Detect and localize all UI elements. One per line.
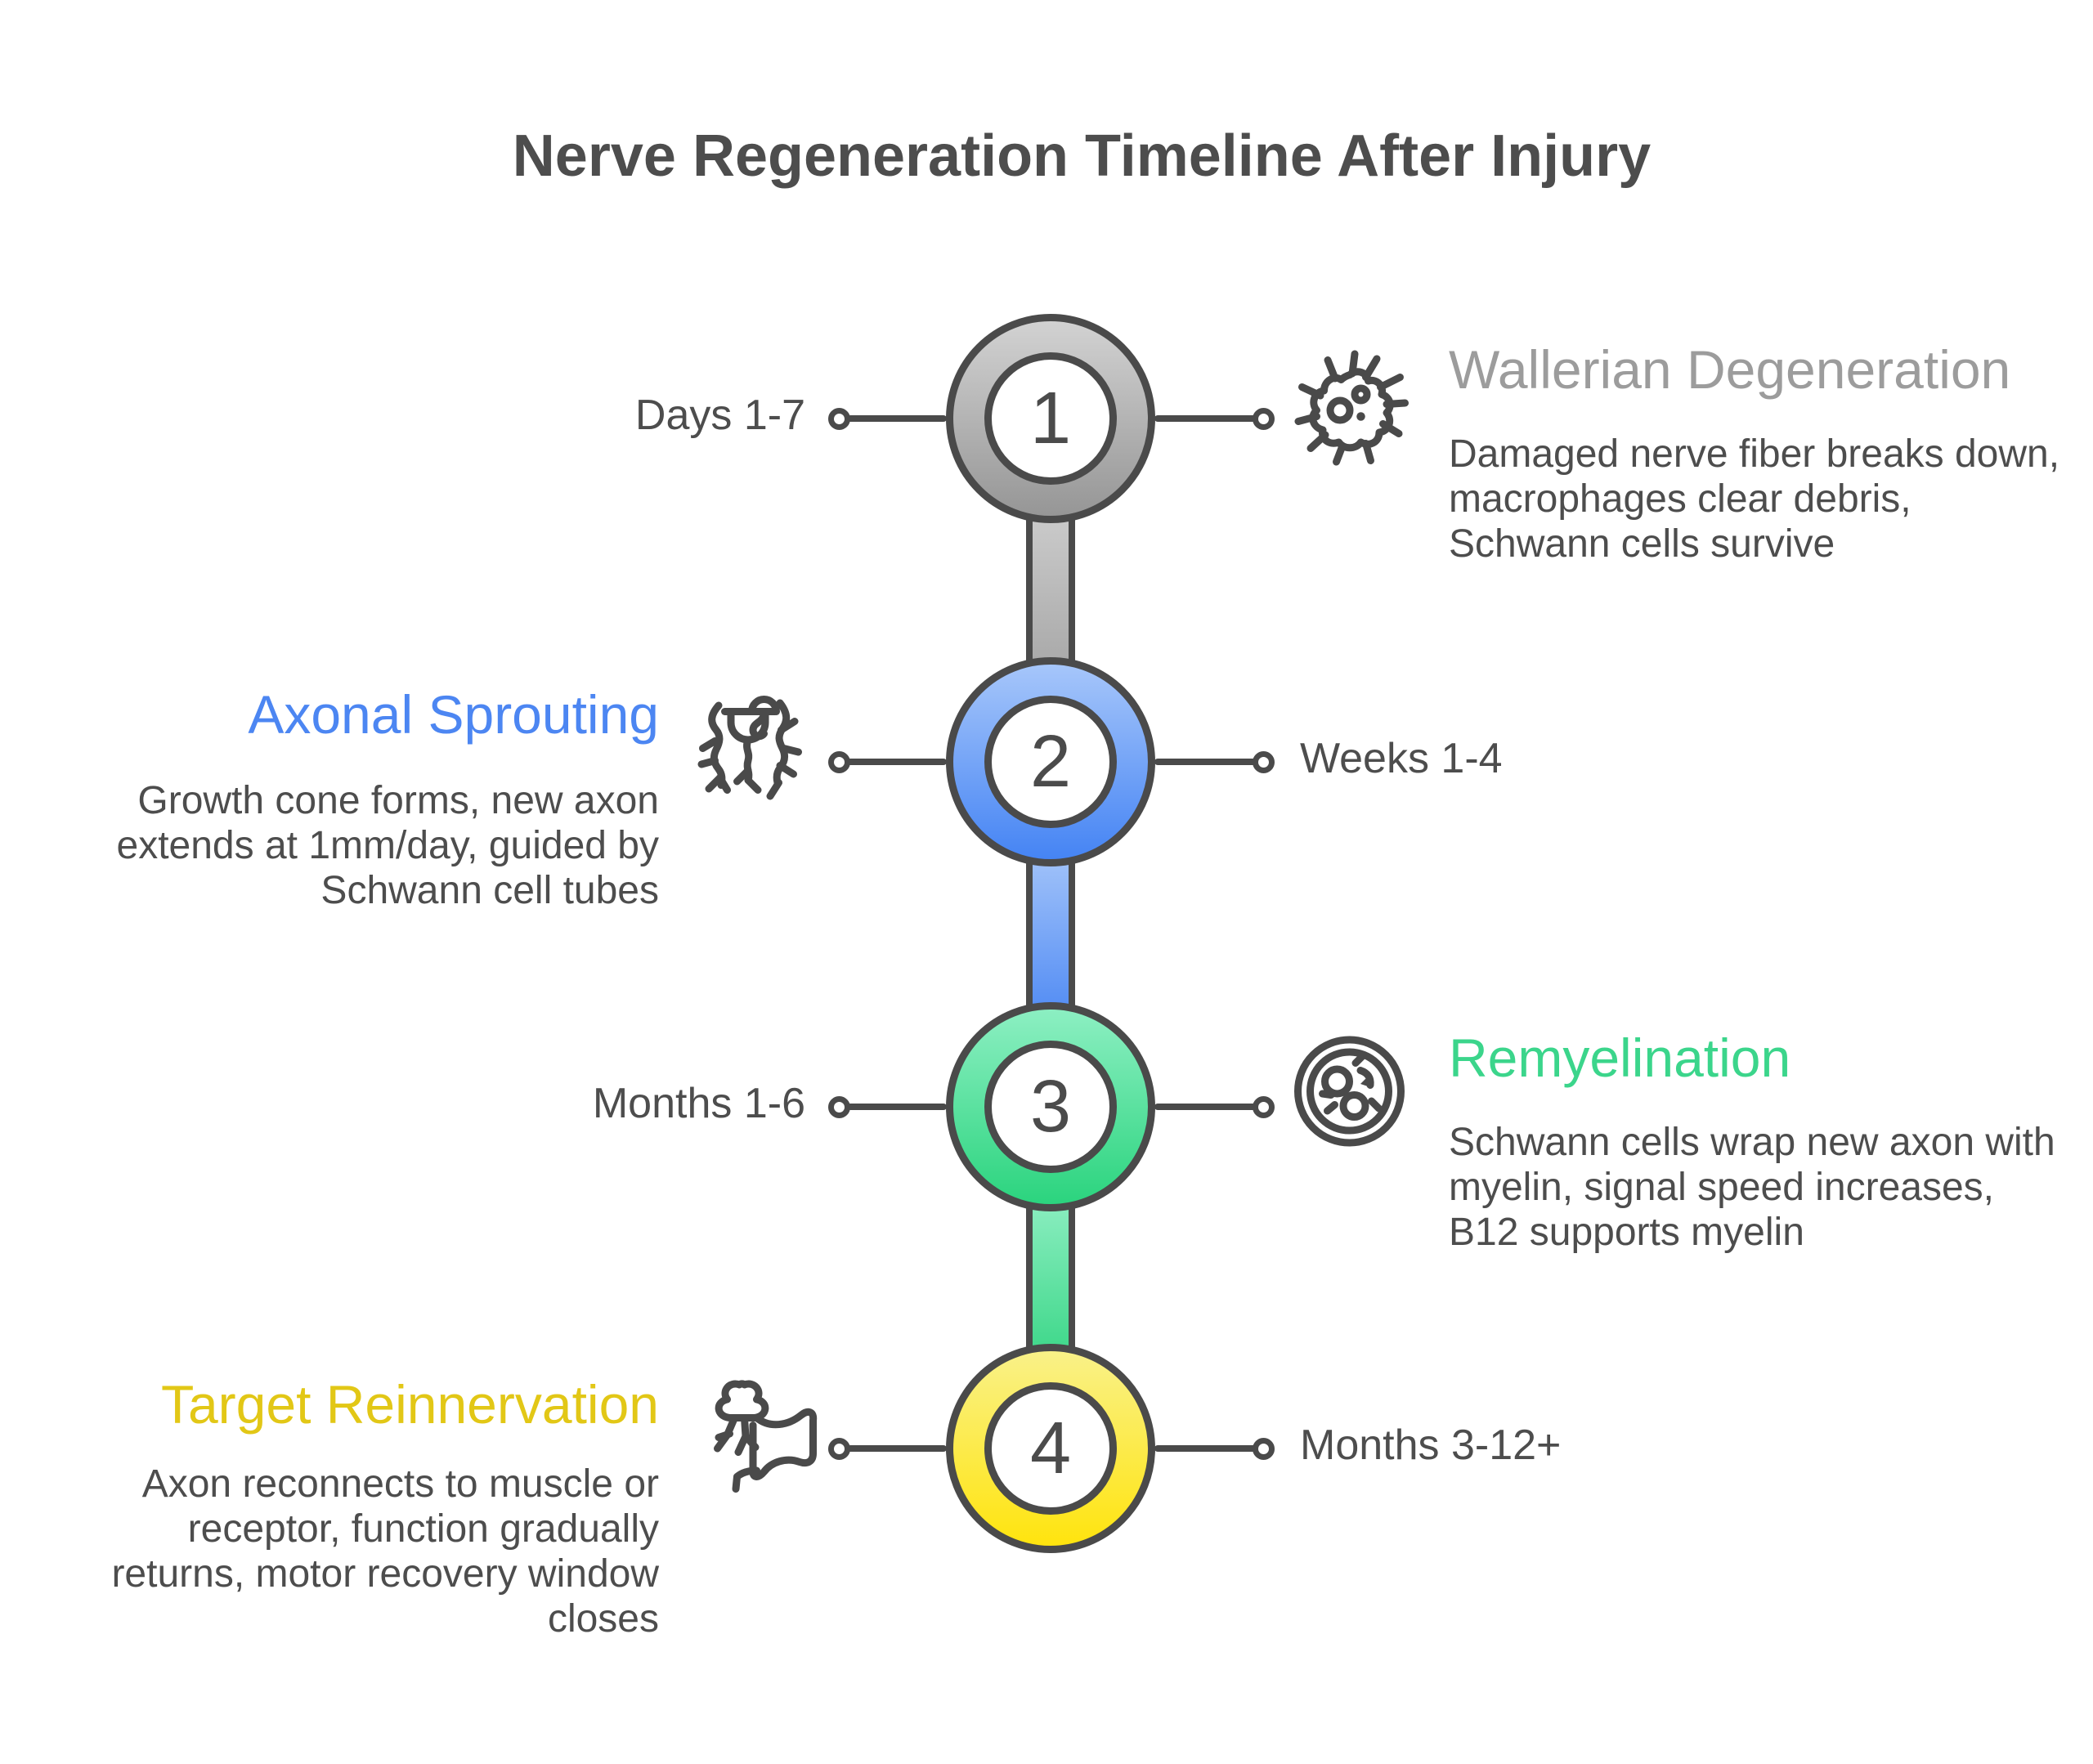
stage-2-node-inner: 2 xyxy=(984,696,1117,828)
stage-3-right-line xyxy=(1154,1104,1257,1110)
stage-3-left-line xyxy=(847,1104,947,1110)
muscle-reinnervation-icon xyxy=(691,1375,842,1498)
stage-4-node-inner: 4 xyxy=(984,1382,1117,1515)
stage-3-left-terminator-dot xyxy=(828,1096,850,1118)
stage-2-heading: Axonal Sprouting xyxy=(248,684,659,745)
connector-bar-2-3 xyxy=(1026,839,1075,1029)
stage-2-node-circle: 2 xyxy=(946,657,1155,866)
stage-1-node-inner: 1 xyxy=(984,352,1117,485)
stage-4-heading: Target Reinnervation xyxy=(160,1374,659,1435)
stage-1-right-line xyxy=(1154,415,1257,422)
stage-1-left-line xyxy=(847,415,947,422)
stage-3-right-terminator-dot xyxy=(1253,1096,1275,1118)
stage-3-heading: Remyelination xyxy=(1449,1028,1791,1088)
stage-4-node-circle: 4 xyxy=(946,1344,1155,1553)
stage-3-node-inner: 3 xyxy=(984,1041,1117,1173)
stage-4-right-line xyxy=(1154,1445,1257,1452)
stage-2-left-line xyxy=(847,759,947,765)
stage-4-number: 4 xyxy=(1029,1407,1072,1489)
stage-1-number: 1 xyxy=(1029,377,1072,459)
stage-4-time-label: Months 3-12+ xyxy=(1300,1421,1562,1469)
stage-2-right-terminator-dot xyxy=(1253,751,1275,773)
stage-4-right-terminator-dot xyxy=(1253,1438,1275,1460)
stage-1-right-terminator-dot xyxy=(1253,408,1275,430)
stage-3-node-circle: 3 xyxy=(946,1002,1155,1211)
stage-2-number: 2 xyxy=(1029,720,1072,803)
stage-2-description: Growth cone forms, new axon extends at 1… xyxy=(116,779,660,912)
stage-1-heading: Wallerian Degeneration xyxy=(1449,339,2011,400)
diagram-title: Nerve Regeneration Timeline After Injury xyxy=(512,123,1652,189)
myelin-cross-section-icon xyxy=(1286,1030,1413,1153)
stage-2-right-line xyxy=(1154,759,1257,765)
stage-1-time-label: Days 1-7 xyxy=(634,392,805,439)
stage-4-left-terminator-dot xyxy=(828,1438,850,1460)
connector-bar-1-2 xyxy=(1026,496,1075,684)
stage-2-time-label: Weeks 1-4 xyxy=(1300,735,1503,782)
stage-1-node-circle: 1 xyxy=(946,314,1155,523)
stage-2-left-terminator-dot xyxy=(828,751,850,773)
connector-bar-3-4 xyxy=(1026,1184,1075,1371)
macrophage-cell-icon xyxy=(1289,347,1411,469)
stage-4-left-line xyxy=(847,1445,947,1452)
stage-1-left-terminator-dot xyxy=(828,408,850,430)
stage-1-description: Damaged nerve fiber breaks down, macroph… xyxy=(1449,432,2060,566)
stage-3-description: Schwann cells wrap new axon with myelin,… xyxy=(1449,1121,2055,1254)
stage-4-description: Axon reconnects to muscle or receptor, f… xyxy=(111,1462,659,1641)
stage-3-time-label: Months 1-6 xyxy=(592,1080,805,1127)
axon-sprout-icon xyxy=(687,685,809,812)
stage-3-number: 3 xyxy=(1029,1065,1072,1148)
